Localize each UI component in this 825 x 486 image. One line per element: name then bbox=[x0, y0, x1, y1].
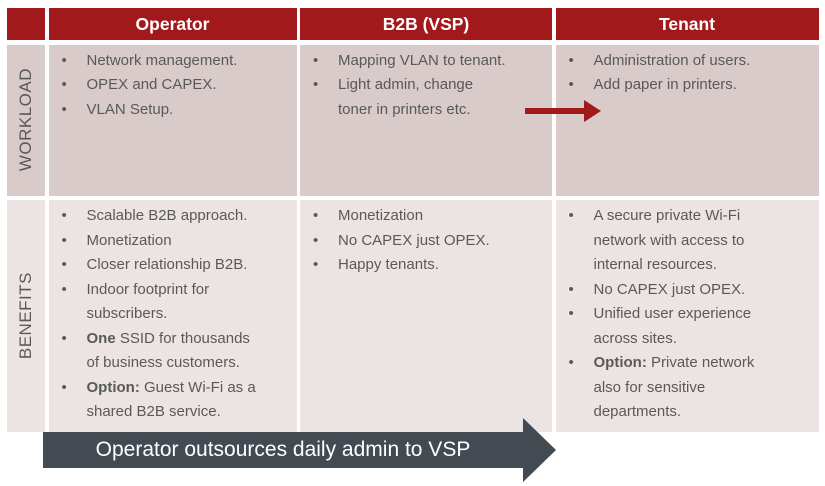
bullet-list-operator-workload: Network management.OPEX and CAPEX.VLAN S… bbox=[49, 45, 297, 123]
cell-b2b-vsp-benefits: MonetizationNo CAPEX just OPEX.Happy ten… bbox=[300, 200, 552, 432]
bullet-item: Closer relationship B2B. bbox=[49, 253, 289, 278]
bullet-item: Scalable B2B approach. bbox=[49, 204, 289, 229]
bullet-item: A secure private Wi-Fi network with acce… bbox=[556, 204, 811, 278]
bullet-item: OPEX and CAPEX. bbox=[49, 73, 289, 98]
column-header-b2b-vsp: B2B (VSP) bbox=[300, 8, 552, 40]
bullet-item: One SSID for thousands of business custo… bbox=[49, 327, 289, 376]
bullet-item: Option: Guest Wi-Fi as a shared B2B serv… bbox=[49, 376, 289, 425]
cell-tenant-benefits: A secure private Wi-Fi network with acce… bbox=[555, 200, 819, 432]
banner-arrow-head-icon bbox=[523, 418, 556, 482]
bullet-list-tenant-workload: Administration of users.Add paper in pri… bbox=[556, 45, 819, 98]
bullet-list-b2b-vsp-benefits: MonetizationNo CAPEX just OPEX.Happy ten… bbox=[300, 200, 552, 278]
bullet-item: Monetization bbox=[49, 229, 289, 254]
cell-operator-workload: Network management.OPEX and CAPEX.VLAN S… bbox=[48, 44, 297, 196]
bullet-list-operator-benefits: Scalable B2B approach.MonetizationCloser… bbox=[49, 200, 297, 425]
corner-header-cell bbox=[7, 8, 45, 40]
row-label-benefits-cell: BENEFITS bbox=[7, 200, 45, 432]
row-label-workload: WORKLOAD bbox=[16, 68, 35, 172]
bullet-item: Network management. bbox=[49, 49, 289, 74]
arrow-head-icon bbox=[584, 100, 601, 122]
cell-operator-benefits: Scalable B2B approach.MonetizationCloser… bbox=[48, 200, 297, 432]
bullet-item: No CAPEX just OPEX. bbox=[300, 229, 544, 254]
bullet-item: Indoor footprint for subscribers. bbox=[49, 278, 289, 327]
bullet-list-tenant-benefits: A secure private Wi-Fi network with acce… bbox=[556, 200, 819, 425]
bullet-item: Monetization bbox=[300, 204, 544, 229]
comparison-table: Operator B2B (VSP) Tenant WORKLOAD Netwo… bbox=[7, 8, 819, 432]
arrow-shaft bbox=[525, 108, 585, 114]
bullet-item: Mapping VLAN to tenant. bbox=[300, 49, 544, 74]
bullet-item: VLAN Setup. bbox=[49, 98, 289, 123]
bullet-item: No CAPEX just OPEX. bbox=[556, 278, 811, 303]
column-header-operator: Operator bbox=[48, 8, 297, 40]
bullet-item: Administration of users. bbox=[556, 49, 811, 74]
outsource-banner-label: Operator outsources daily admin to VSP bbox=[95, 438, 471, 461]
bullet-item: Light admin, change toner in printers et… bbox=[300, 73, 544, 122]
workload-handover-arrow-icon bbox=[525, 100, 602, 122]
row-label-workload-cell: WORKLOAD bbox=[7, 44, 45, 196]
bullet-item: Unified user experience across sites. bbox=[556, 302, 811, 351]
column-header-tenant: Tenant bbox=[555, 8, 819, 40]
cell-b2b-vsp-workload: Mapping VLAN to tenant.Light admin, chan… bbox=[300, 44, 552, 196]
bullet-item: Happy tenants. bbox=[300, 253, 544, 278]
row-label-benefits: BENEFITS bbox=[16, 272, 35, 360]
bullet-item: Add paper in printers. bbox=[556, 73, 811, 98]
outsource-banner-arrow: Operator outsources daily admin to VSP bbox=[43, 418, 556, 482]
bullet-item: Option: Private network also for sensiti… bbox=[556, 351, 811, 425]
bullet-list-b2b-vsp-workload: Mapping VLAN to tenant.Light admin, chan… bbox=[300, 45, 552, 123]
